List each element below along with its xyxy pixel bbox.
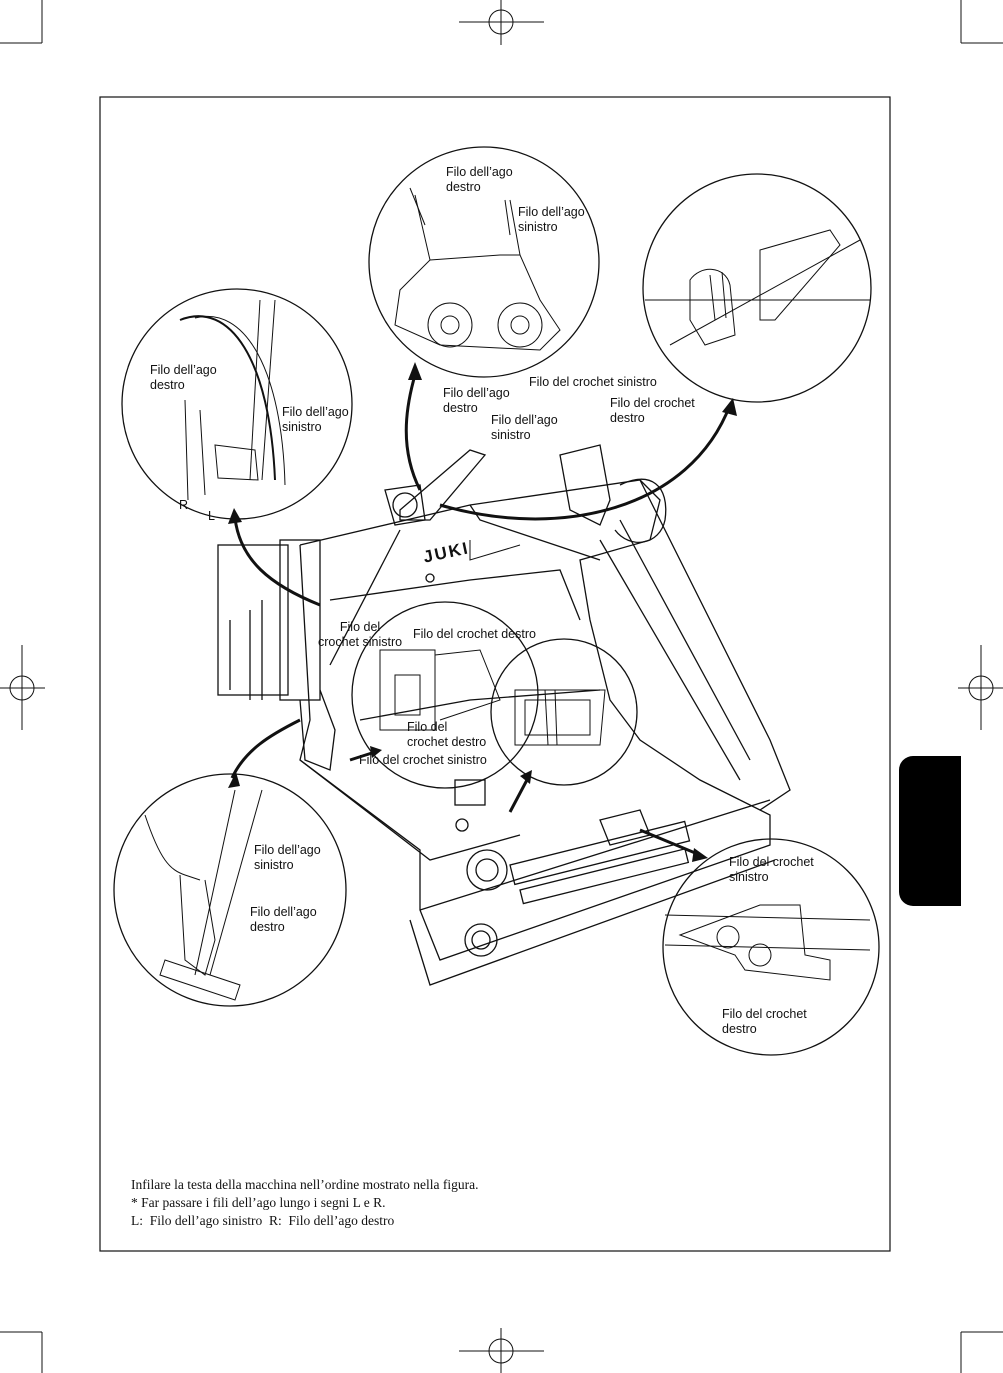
label-looper-crochet-left: Filo del crochet sinistro [729, 855, 814, 884]
label-arm-needle-left: Filo dell’ago sinistro [491, 413, 558, 442]
label-arm-needle-right: Filo dell’ago destro [443, 386, 510, 415]
detail-hook [490, 638, 638, 786]
label-left-needle-left: Filo dell’ago sinistro [282, 405, 349, 434]
label-bottom-needle-left: Filo dell’ago sinistro [254, 843, 321, 872]
label-top-needle-left: Filo dell’ago sinistro [518, 205, 585, 234]
label-top-needle-right: Filo dell’ago destro [446, 165, 513, 194]
caption: Infilare la testa della macchina nell’or… [131, 1176, 731, 1230]
sewing-machine [217, 444, 791, 986]
label-mark-r: R [179, 498, 189, 512]
label-arm-crochet-left: Filo del crochet sinistro [529, 375, 657, 389]
label-base-crochet-left: Filo del crochet sinistro [359, 753, 487, 767]
label-head-crochet-right: Filo del crochet destro [413, 627, 536, 641]
detail-top [368, 146, 600, 378]
detail-left [121, 288, 353, 520]
detail-bottom-right [662, 838, 880, 1056]
detail-center [351, 601, 539, 789]
caption-line-1: Infilare la testa della macchina nell’or… [131, 1177, 479, 1192]
threading-arrows [230, 374, 732, 857]
detail-top-right [642, 173, 872, 403]
label-arm-crochet-right: Filo del crochet destro [610, 396, 695, 425]
detail-bottom-left [113, 773, 347, 1007]
label-left-needle-right: Filo dell’ago destro [150, 363, 217, 392]
label-mark-l: L [208, 509, 215, 523]
label-bottom-needle-right: Filo dell’ago destro [250, 905, 317, 934]
label-base-crochet-right: Filo del crochet destro [407, 720, 487, 749]
caption-line-2: * Far passare i fili dell’ago lungo i se… [131, 1195, 386, 1210]
section-tab [899, 756, 961, 906]
label-head-crochet-left: Filo del crochet sinistro [318, 620, 403, 649]
page-frame [99, 96, 891, 1252]
caption-line-3: L: Filo dell’ago sinistro R: Filo dell’a… [131, 1213, 395, 1228]
label-looper-crochet-right: Filo del crochet destro [722, 1007, 807, 1036]
